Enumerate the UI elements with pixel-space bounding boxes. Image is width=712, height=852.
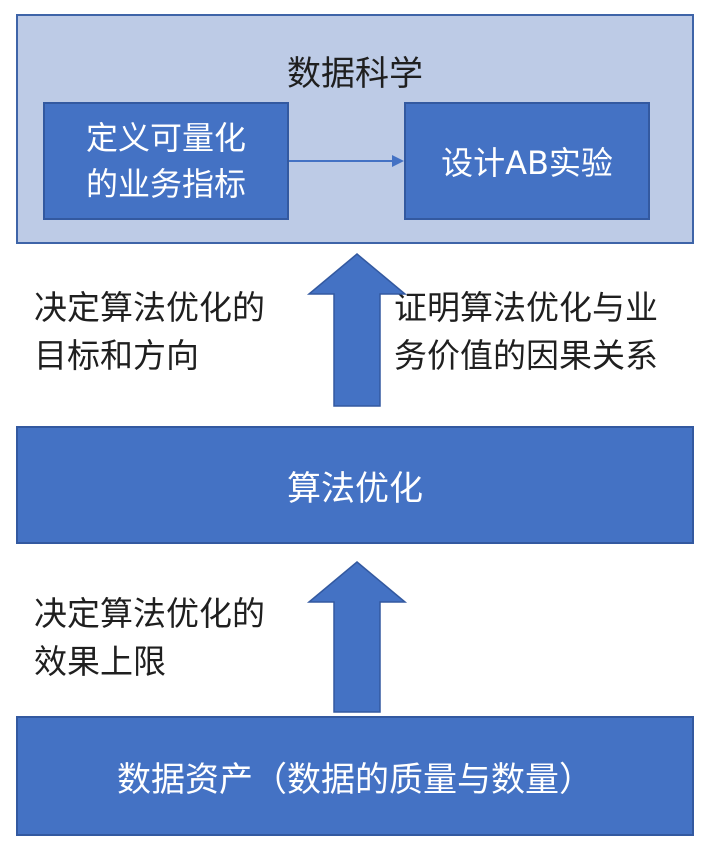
design-ab-test-box: 设计AB实验	[404, 102, 650, 220]
data-science-title: 数据科学	[287, 54, 423, 94]
lower-left-label: 决定算法优化的 效果上限	[34, 594, 265, 681]
data-assets-box: 数据资产（数据的质量与数量）	[16, 716, 694, 836]
lower-up-arrow	[306, 561, 408, 713]
algorithm-optimization-box: 算法优化	[16, 426, 694, 544]
define-metrics-box: 定义可量化 的业务指标	[43, 102, 289, 220]
upper-up-arrow	[306, 253, 408, 407]
upper-right-label: 证明算法优化与业 务价值的因果关系	[394, 288, 658, 375]
upper-left-label: 决定算法优化的 目标和方向	[34, 288, 265, 375]
